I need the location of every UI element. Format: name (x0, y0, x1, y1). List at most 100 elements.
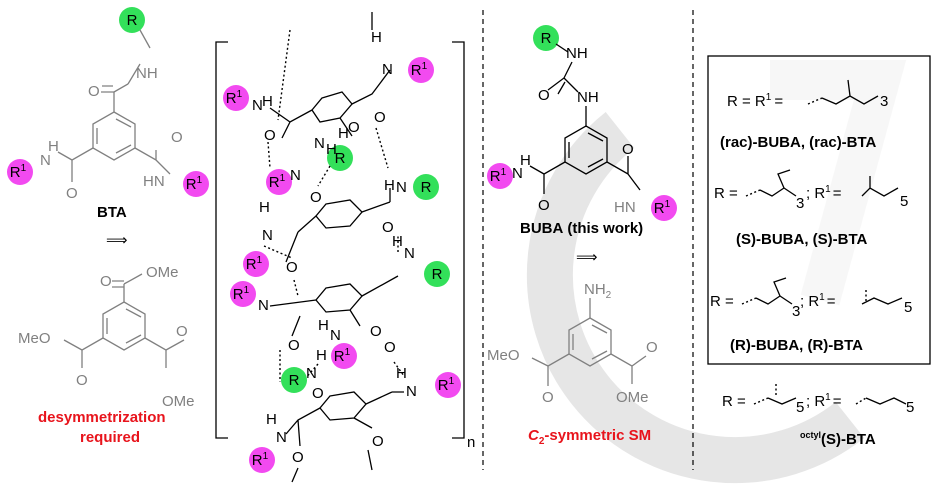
svg-text:H: H (48, 138, 59, 155)
svg-text:R1: R1 (186, 175, 203, 193)
svg-text:H: H (326, 141, 337, 158)
required-text: required (80, 429, 140, 446)
svg-text:MeO: MeO (18, 330, 51, 347)
r-substituent-circle (424, 261, 450, 287)
svg-text:H: H (371, 29, 382, 46)
svg-text:3: 3 (796, 195, 804, 212)
svg-text:3: 3 (792, 303, 800, 320)
svg-text:; R1=: ; R1= (806, 392, 842, 410)
nh-label: NH (136, 65, 158, 82)
svg-text:HN: HN (614, 199, 636, 216)
svg-text:R1: R1 (490, 167, 507, 185)
carbonyl-o-label: O (88, 83, 100, 100)
svg-text:O: O (384, 339, 396, 356)
svg-text:N: N (512, 165, 523, 182)
svg-text:O: O (66, 185, 78, 202)
svg-text:O: O (372, 433, 384, 450)
bta-panel: R NH O H N O R1 O HN R1 BTA ⟹ OMe O MeO … (7, 7, 209, 446)
svg-text:R =: R = (714, 185, 738, 202)
r1-substituent-circle (183, 171, 209, 197)
svg-text:N: N (40, 152, 51, 169)
svg-text:; R1=: ; R1= (806, 184, 842, 202)
r1-substituent-circle (223, 85, 249, 111)
svg-text:N: N (262, 227, 273, 244)
r-substituent-circle (119, 7, 145, 33)
svg-text:OMe: OMe (162, 393, 195, 410)
svg-text:R1: R1 (10, 163, 27, 181)
svg-text:O: O (374, 109, 386, 126)
svg-text:O: O (646, 339, 658, 356)
svg-text:R: R (289, 372, 300, 389)
svg-text:OMe: OMe (616, 389, 649, 406)
legend-row2-names: (S)-BUBA, (S)-BTA (736, 231, 868, 248)
svg-text:R1: R1 (233, 285, 250, 303)
r1-substituent-circle (408, 57, 434, 83)
svg-text:O: O (264, 127, 276, 144)
r-substituent-circle (327, 145, 353, 171)
svg-text:R1: R1 (246, 255, 263, 273)
svg-text:R: R (335, 150, 346, 167)
r1-substituent-circle (266, 169, 292, 195)
svg-text:O: O (370, 323, 382, 340)
buba-name: BUBA(this work) (520, 220, 643, 237)
svg-text:HN: HN (143, 173, 165, 190)
svg-text:H: H (266, 411, 277, 428)
svg-text:N: N (306, 365, 317, 382)
legend-row1-names: (rac)-BUBA, (rac)-BTA (720, 134, 877, 151)
svg-text:R1: R1 (269, 173, 286, 191)
svg-text:R1: R1 (438, 376, 455, 394)
svg-text:H: H (338, 125, 349, 142)
r1-substituent-circle (249, 447, 275, 473)
svg-text:O: O (542, 389, 554, 406)
svg-text:O: O (382, 219, 394, 236)
benzene-ring (102, 301, 146, 351)
svg-text:R =: R = (710, 293, 734, 310)
svg-text:NH: NH (566, 45, 588, 62)
svg-text:NH2: NH2 (584, 281, 612, 301)
svg-text:O: O (288, 337, 300, 354)
bracket-right (452, 41, 465, 439)
svg-text:N: N (276, 429, 287, 446)
r1-substituent-circle (243, 251, 269, 277)
r1-substituent-circle (230, 281, 256, 307)
stack-molecule-1: H N O H N H O O R1 R1 R H N (223, 29, 434, 171)
svg-text:R1: R1 (226, 89, 243, 107)
svg-text:H: H (384, 177, 395, 194)
r1-substituent-circle (331, 343, 357, 369)
svg-text:3: 3 (880, 93, 888, 110)
bta-name: BTA (97, 204, 127, 221)
svg-text:O: O (100, 273, 112, 290)
r-label: R (127, 12, 138, 29)
benzene-ring (568, 317, 612, 367)
svg-text:O: O (348, 119, 360, 136)
svg-text:R = R1=: R = R1= (727, 92, 783, 110)
svg-text:N: N (396, 179, 407, 196)
r1-substituent-circle (7, 159, 33, 185)
svg-text:NH: NH (577, 89, 599, 106)
stack-molecule-4: R N O H N R1 O H N R1 O (249, 365, 461, 483)
buba-panel: R NH O NH H N O R1 O HN R1 BUBA(this wor… (487, 25, 677, 447)
svg-text:H: H (259, 199, 270, 216)
svg-text:5: 5 (906, 399, 914, 416)
svg-text:O: O (171, 129, 183, 146)
benzene-ring (564, 125, 608, 175)
svg-text:O: O (622, 141, 634, 158)
r-substituent-circle (281, 367, 307, 393)
r1-substituent-circle (435, 372, 461, 398)
svg-text:R1: R1 (334, 347, 351, 365)
r1-substituent-circle (487, 163, 513, 189)
svg-text:H: H (262, 93, 273, 110)
svg-text:N: N (404, 245, 415, 262)
svg-text:N: N (314, 135, 325, 152)
svg-text:R =: R = (722, 393, 746, 410)
svg-text:MeO: MeO (487, 347, 520, 364)
svg-text:R1: R1 (252, 451, 269, 469)
svg-text:5: 5 (796, 399, 804, 416)
svg-text:R: R (421, 179, 432, 196)
svg-text:H: H (318, 317, 329, 334)
svg-text:O: O (312, 385, 324, 402)
svg-text:OMe: OMe (146, 264, 179, 281)
svg-text:O: O (76, 372, 88, 389)
legend-box (707, 55, 931, 365)
svg-text:O: O (538, 87, 550, 104)
